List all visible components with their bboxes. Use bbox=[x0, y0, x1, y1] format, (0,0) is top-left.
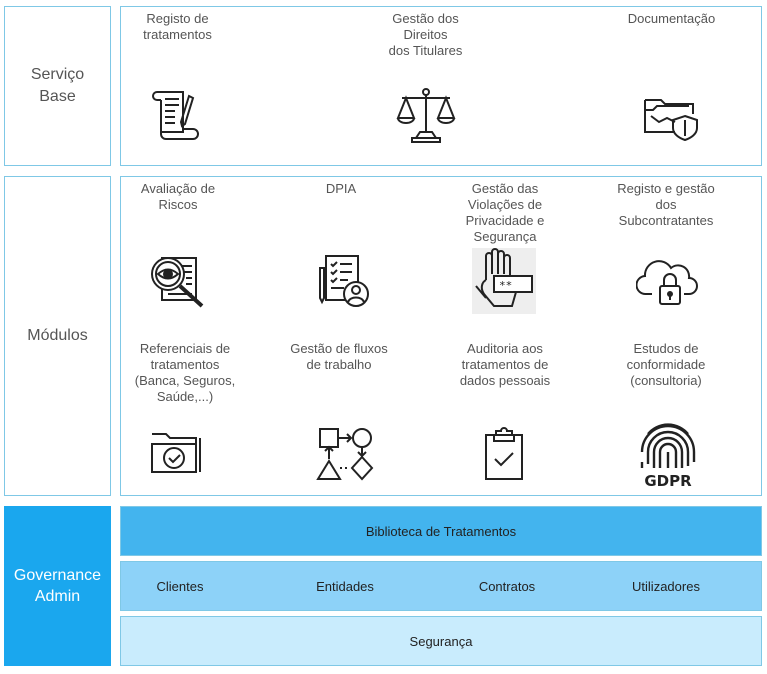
hand-password-icon: **_ bbox=[472, 248, 536, 314]
servico-base-label-box: Serviço Base bbox=[4, 6, 111, 166]
servico-item-direitos: Gestão dos Direitos dos Titulares bbox=[388, 11, 463, 58]
contratos-label: Contratos bbox=[478, 578, 536, 594]
entidades-label: Entidades bbox=[316, 578, 374, 594]
modulo-item-avaliacao-riscos: Avaliação de Riscos bbox=[140, 181, 216, 212]
servico-item-documentacao: Documentação bbox=[627, 11, 716, 26]
biblioteca-tratamentos-label: Biblioteca de Tratamentos bbox=[365, 523, 517, 539]
fingerprint-gdpr-icon: GDPR bbox=[636, 422, 700, 490]
governance-admin-label-box: Governance Admin bbox=[4, 506, 111, 666]
utilizadores-label: Utilizadores bbox=[632, 578, 700, 594]
servico-item-registo: Registo de tratamentos bbox=[143, 11, 212, 42]
modulo-item-violacoes: Gestão das Violações de Privacidade e Se… bbox=[465, 181, 545, 244]
svg-text:**_: **_ bbox=[499, 279, 519, 292]
scales-icon bbox=[396, 86, 456, 144]
seguranca-bar: Segurança bbox=[120, 616, 762, 666]
biblioteca-tratamentos-bar: Biblioteca de Tratamentos bbox=[120, 506, 762, 556]
modulos-label: Módulos bbox=[27, 327, 88, 344]
folder-shield-icon bbox=[641, 86, 701, 142]
flowchart-icon bbox=[316, 425, 378, 483]
governance-entities-bar: Clientes Entidades Contratos Utilizadore… bbox=[120, 561, 762, 611]
magnifier-eye-icon bbox=[148, 252, 206, 310]
modulos-label-box: Módulos bbox=[4, 176, 111, 496]
modulo-item-subcontratantes: Registo e gestão dos Subcontratantes bbox=[617, 181, 715, 228]
checklist-user-icon bbox=[318, 252, 372, 310]
modulo-item-dpia: DPIA bbox=[325, 181, 357, 196]
gdpr-text: GDPR bbox=[644, 472, 692, 490]
cloud-lock-icon bbox=[636, 254, 698, 308]
modulos-panel bbox=[120, 176, 762, 496]
modulo-item-fluxos: Gestão de fluxos de trabalho bbox=[290, 341, 388, 372]
governance-admin-label: Governance Admin bbox=[13, 567, 102, 605]
scroll-document-icon bbox=[151, 86, 201, 142]
modulo-item-auditoria: Auditoria aos tratamentos de dados pesso… bbox=[459, 341, 551, 388]
clipboard-check-icon bbox=[480, 425, 528, 483]
modulo-item-referenciais: Referenciais de tratamentos (Banca, Segu… bbox=[134, 341, 236, 404]
modulo-item-estudos: Estudos de conformidade (consultoria) bbox=[626, 341, 706, 388]
servico-base-label: Serviço Base bbox=[30, 66, 85, 105]
clientes-label: Clientes bbox=[156, 578, 204, 594]
folder-check-icon bbox=[148, 428, 204, 476]
seguranca-label: Segurança bbox=[409, 633, 473, 649]
